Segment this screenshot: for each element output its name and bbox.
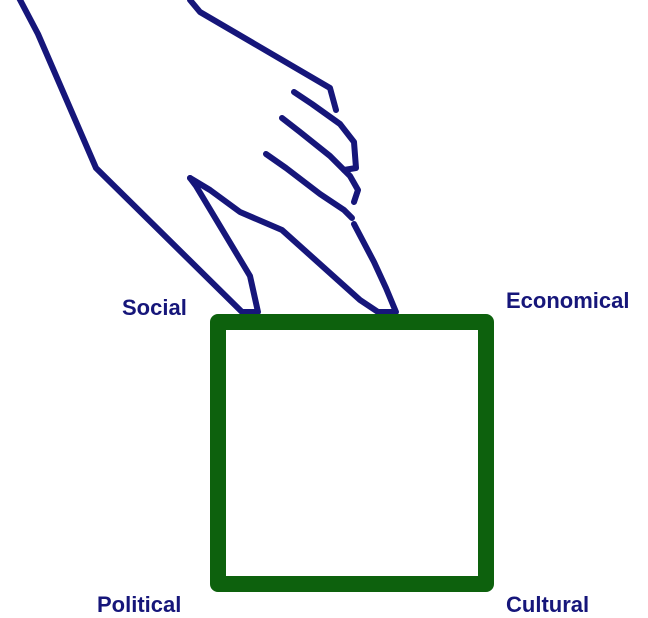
label-social: Social bbox=[122, 295, 187, 320]
hand-index-finger bbox=[187, 175, 399, 315]
label-economical: Economical bbox=[506, 288, 630, 313]
label-political: Political bbox=[97, 592, 182, 617]
hand-knuckle-3 bbox=[263, 151, 355, 221]
hand-knuckle-1 bbox=[291, 89, 359, 173]
hand-outline-left bbox=[16, 0, 261, 315]
label-cultural: Cultural bbox=[506, 592, 590, 617]
hand-back-contour bbox=[187, 0, 339, 113]
hand-knuckle-2 bbox=[279, 115, 361, 205]
square-outline bbox=[210, 314, 494, 592]
